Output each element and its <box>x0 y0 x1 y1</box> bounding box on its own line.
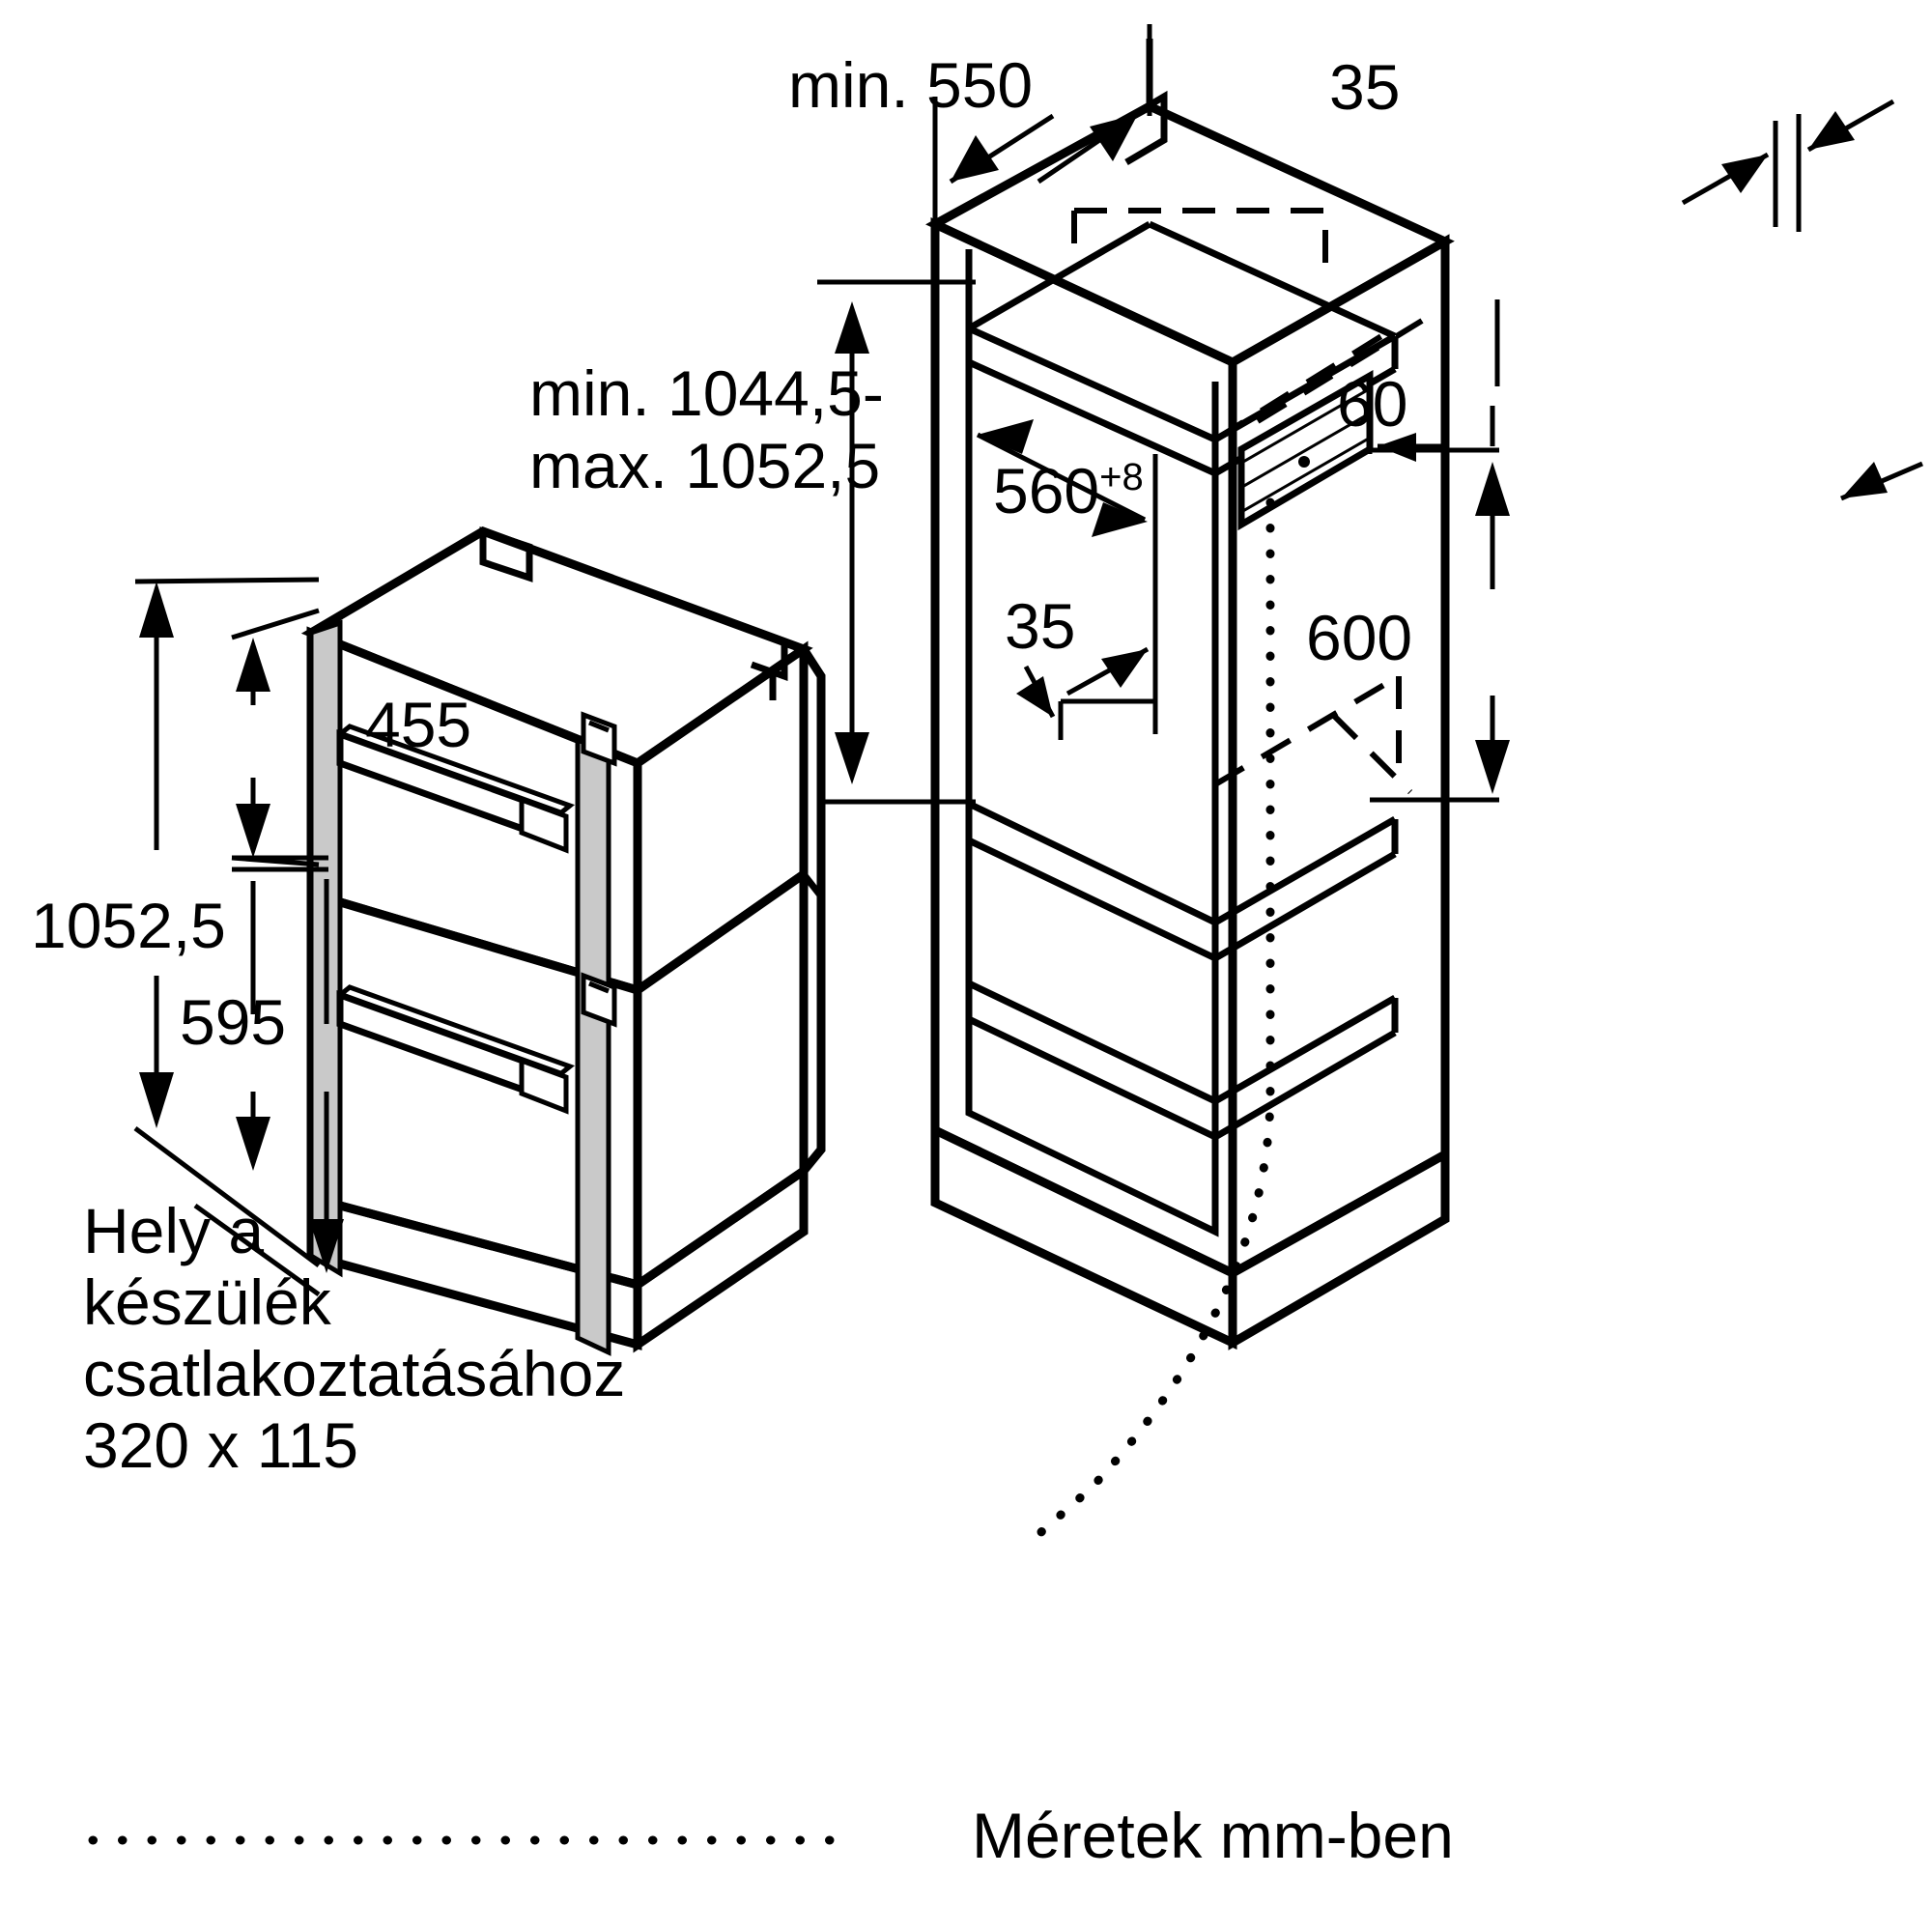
control-panel-bottom <box>581 972 617 1028</box>
dimension-60 <box>1367 299 1500 462</box>
dimension-595 <box>193 879 344 1297</box>
dimension-35-shelf <box>1016 646 1158 740</box>
label-600: 600 <box>1306 602 1413 673</box>
label-1052-5: 1052,5 <box>31 890 226 961</box>
dimension-min-550 <box>932 24 1152 242</box>
cable-route <box>1021 497 1275 1550</box>
label-595: 595 <box>180 986 287 1058</box>
dimension-455 <box>231 608 320 867</box>
dimension-35-top <box>1681 99 1895 232</box>
label-min-550: min. 550 <box>788 49 1034 121</box>
label-455: 455 <box>365 689 472 760</box>
handle-top <box>336 724 576 854</box>
dimension-niche-height <box>817 279 976 805</box>
label-560: 560+8 <box>993 455 1144 526</box>
control-panel-top <box>581 711 617 767</box>
cabinet-niche-drawing <box>925 39 1455 1550</box>
label-35-shelf: 35 <box>1005 590 1076 662</box>
dimension-600 <box>1370 447 1510 803</box>
label-35-top: 35 <box>1329 51 1401 123</box>
handle-bottom <box>336 984 576 1115</box>
appliance-drawing <box>300 526 826 1356</box>
label-niche-height: min. 1044,5- max. 1052,5 <box>529 357 884 502</box>
note-connection: Hely a készülék csatlakoztatásához 320 x… <box>83 1195 626 1481</box>
dimension-1052-5 <box>133 577 321 1268</box>
label-60: 60 <box>1337 368 1408 440</box>
note-units: Méretek mm-ben <box>972 1800 1454 1871</box>
side-panel-indicator-arrow <box>1840 461 1923 501</box>
